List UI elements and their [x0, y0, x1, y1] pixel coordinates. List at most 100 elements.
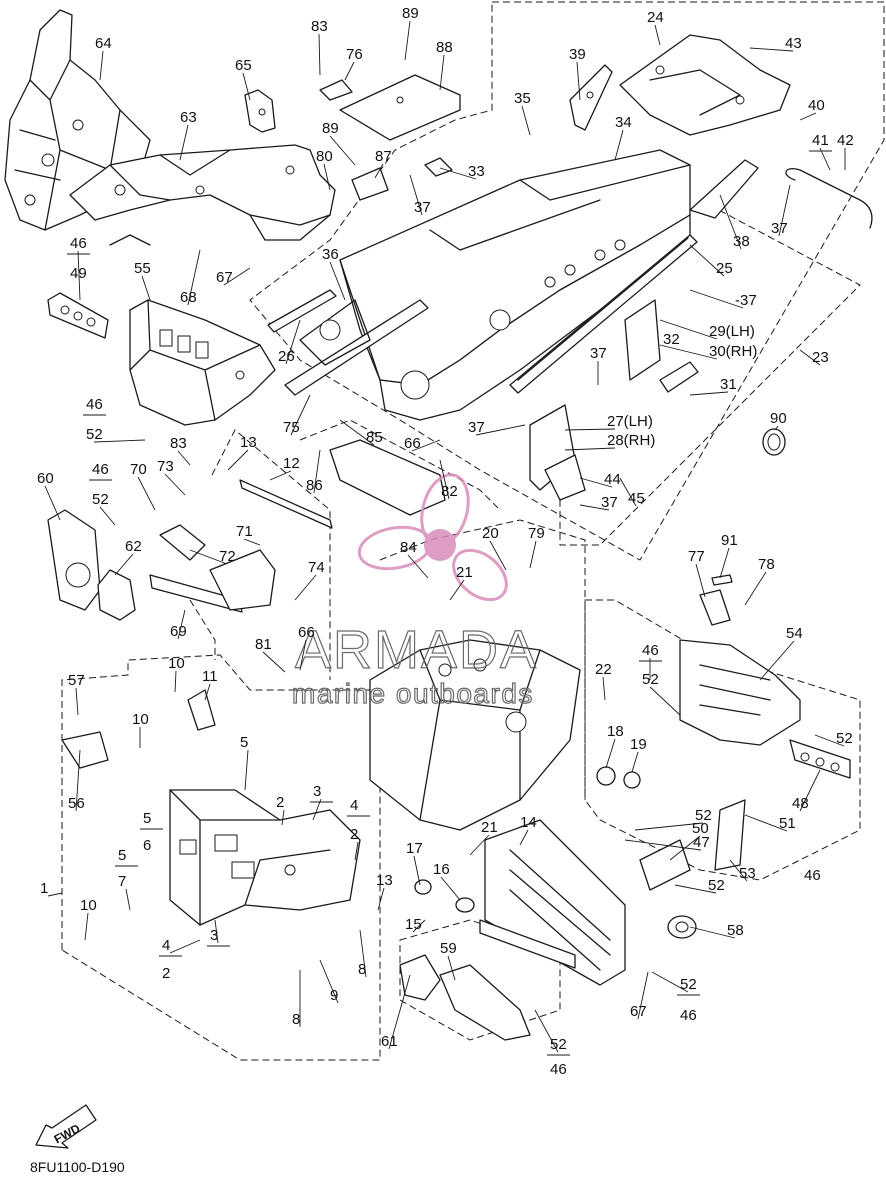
- leader-c52a: [93, 439, 146, 443]
- leader-c8a: [359, 929, 367, 978]
- leader-c52e: [634, 822, 704, 831]
- callout-c25: 25: [716, 260, 733, 277]
- callout-c42: 42: [837, 132, 854, 149]
- leader-c25: [689, 244, 725, 277]
- callout-c73: 73: [157, 458, 174, 475]
- callout-c39: 39: [569, 46, 586, 63]
- leader-c13b: [377, 887, 385, 911]
- leader-c28: [564, 447, 616, 451]
- part-25-slide-rail: [509, 234, 698, 394]
- part-90-ring: [762, 428, 786, 456]
- callout-c5c: 5: [118, 847, 126, 864]
- callout-c52f: 52: [708, 877, 725, 894]
- leader-c18: [605, 738, 616, 769]
- callout-c67b: 67: [630, 1003, 647, 1020]
- leader-c10b: [174, 670, 177, 693]
- callout-leaders: [44, 20, 846, 1056]
- callout-c57: 57: [68, 672, 85, 689]
- leader-c74: [294, 574, 317, 601]
- callout-c19: 19: [630, 736, 647, 753]
- part-16-bushing: [455, 897, 475, 913]
- part-11-mount: [187, 689, 216, 731]
- callout-c30: 30(RH): [709, 343, 757, 360]
- callout-c4a: 4: [162, 937, 170, 954]
- callout-c49: 49: [70, 265, 87, 282]
- callout-c21b: 21: [481, 819, 498, 836]
- callout-c13b: 13: [376, 872, 393, 889]
- leader-c86: [313, 449, 321, 494]
- leader-c82: [439, 459, 450, 500]
- callout-c43: 43: [785, 35, 802, 52]
- leader-c52f: [674, 884, 717, 894]
- leader-c37c: [689, 289, 744, 309]
- callout-c2a: 2: [276, 794, 284, 811]
- leader-c38: [719, 194, 742, 250]
- leader-c52h: [534, 1009, 559, 1053]
- callout-c48: 48: [792, 795, 809, 812]
- part-65-bracket: [244, 89, 276, 133]
- boundary-13-12: [211, 429, 331, 680]
- callout-c13a: 13: [240, 434, 257, 451]
- callout-c46d: 46: [642, 642, 659, 659]
- leader-c65: [242, 72, 251, 101]
- leader-c2a: [281, 809, 285, 826]
- boundary-46-bottom: [399, 919, 561, 1041]
- callout-c75: 75: [283, 419, 300, 436]
- callout-c46c: 46: [92, 461, 109, 478]
- leader-c3a: [312, 798, 322, 821]
- part-14-cooler: [484, 819, 626, 986]
- leader-c66a: [411, 439, 441, 452]
- callout-c41: 41: [812, 132, 829, 149]
- part-62-side-plate: [97, 569, 136, 621]
- callout-c61: 61: [381, 1033, 398, 1050]
- callout-c79: 79: [528, 525, 545, 542]
- leader-c52g: [651, 971, 689, 993]
- leader-c2b: [354, 841, 359, 861]
- part-71-bracket: [209, 549, 276, 611]
- part-86-tray: [329, 439, 446, 516]
- leader-c46a: [77, 250, 81, 301]
- leader-c62: [114, 553, 134, 576]
- leader-c52c: [649, 686, 681, 716]
- leader-c63: [179, 124, 189, 161]
- leader-c50: [669, 835, 701, 861]
- leader-c21a: [449, 579, 465, 601]
- callout-c31: 31: [720, 376, 737, 393]
- callout-c71: 71: [236, 523, 253, 540]
- callout-c2c: 2: [162, 965, 170, 982]
- part-77-bracket: [699, 589, 731, 626]
- part-53-rod: [714, 799, 746, 871]
- leader-c37f: [579, 504, 610, 511]
- leader-c54: [759, 640, 795, 681]
- part-69-crossbar: [149, 574, 243, 613]
- leader-c37a: [409, 174, 423, 216]
- callout-c44: 44: [604, 471, 621, 488]
- leader-c4a: [169, 939, 201, 954]
- callout-c15: 15: [405, 916, 422, 933]
- callout-c4b: 4: [350, 797, 358, 814]
- boundary-lower-frame: [379, 519, 586, 800]
- callout-c84: 84: [400, 539, 417, 556]
- leader-c7: [125, 888, 131, 911]
- part-91-shim: [711, 574, 733, 586]
- part-58-flange: [667, 915, 697, 939]
- part-39-bracket: [569, 64, 613, 131]
- part-55-seat-bracket: [129, 299, 276, 426]
- callout-c11: 11: [202, 668, 218, 685]
- leader-c40: [799, 112, 817, 121]
- leader-c72: [189, 549, 228, 565]
- callout-c52b: 52: [92, 491, 109, 508]
- part-17-bushing: [414, 879, 432, 895]
- callout-c45: 45: [628, 490, 645, 507]
- callout-c37f: 37: [601, 494, 618, 511]
- callout-c22: 22: [595, 661, 612, 678]
- leader-c33: [439, 167, 477, 180]
- leader-c60: [44, 485, 61, 521]
- watermark-brand: ARMADA: [295, 620, 538, 680]
- callout-c70: 70: [130, 461, 147, 478]
- leader-c29: [659, 319, 718, 340]
- leader-c71: [243, 538, 261, 546]
- callout-c52d: 52: [836, 730, 853, 747]
- callout-c5b: 5: [143, 810, 151, 827]
- leader-c84: [407, 554, 429, 579]
